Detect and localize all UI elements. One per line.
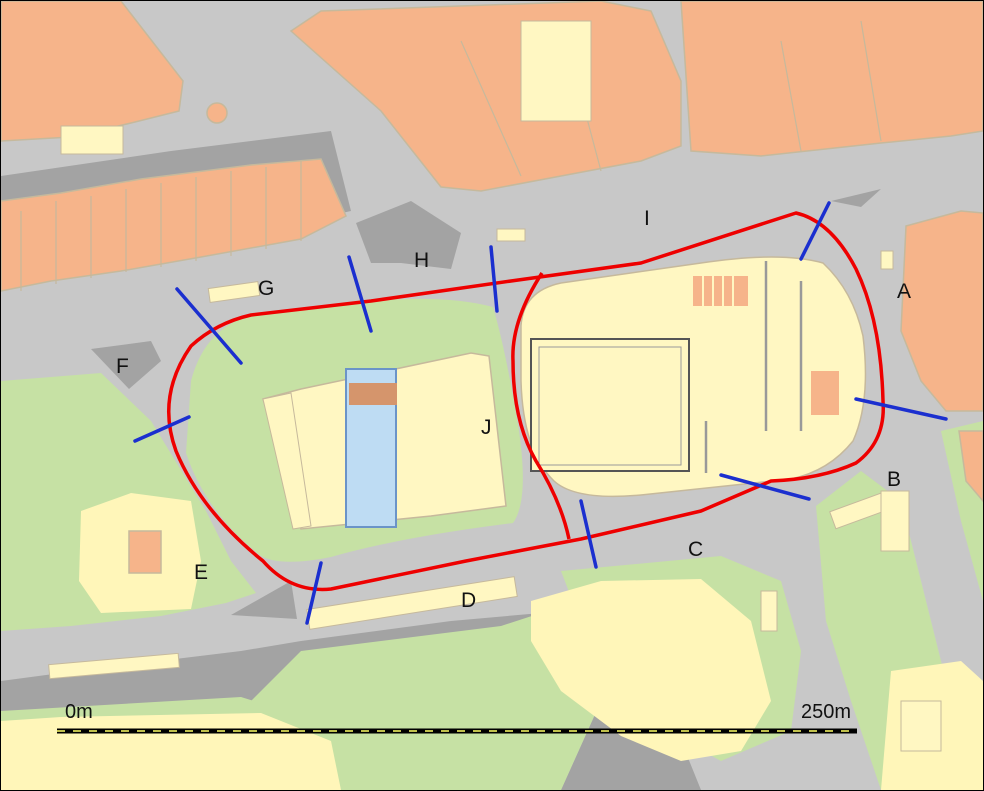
crossing-markers xyxy=(133,201,948,625)
label-J: J xyxy=(481,416,492,439)
building-partitions xyxy=(20,20,882,291)
roundabout-island xyxy=(206,102,228,124)
route-link xyxy=(511,272,571,540)
route-loop xyxy=(166,211,886,592)
sports-complex-west xyxy=(262,352,507,530)
scale-start-label: 0m xyxy=(65,701,93,723)
label-F: F xyxy=(116,355,129,378)
traffic-islands xyxy=(91,189,881,619)
label-G: G xyxy=(258,277,274,300)
label-I: I xyxy=(644,207,650,230)
label-A: A xyxy=(897,280,911,303)
label-H: H xyxy=(414,249,429,272)
scale-end-label: 250m xyxy=(801,701,851,723)
label-D: D xyxy=(461,589,476,612)
label-C: C xyxy=(688,538,703,561)
label-E: E xyxy=(194,561,208,584)
label-B: B xyxy=(887,468,901,491)
sports-complex-east xyxy=(520,256,867,498)
annex-buildings xyxy=(48,20,942,752)
